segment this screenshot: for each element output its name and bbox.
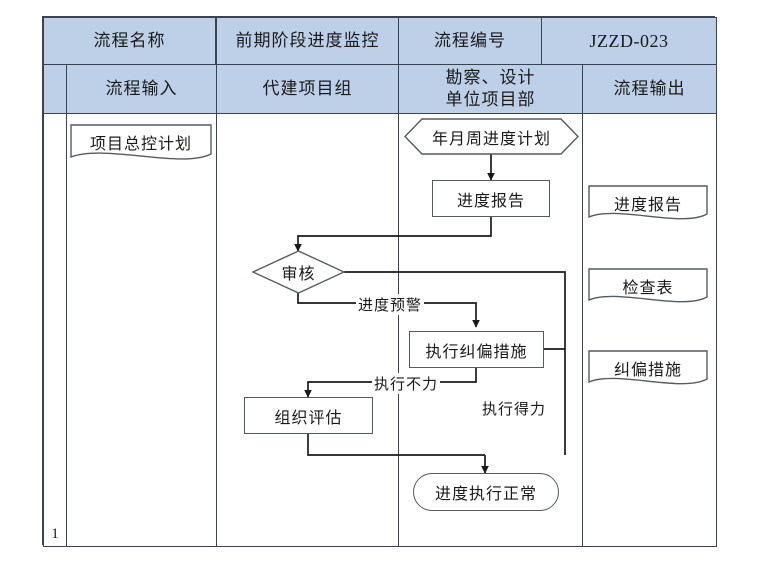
process-name-value: 前期阶段进度监控 — [235, 31, 380, 51]
column-header-input: 流程输入 — [105, 79, 178, 99]
header-cell-owner: 代建项目组 — [216, 64, 399, 114]
header-cell-process-code-label: 流程编号 — [398, 17, 542, 65]
header-cell-process-code-value: JZZD-023 — [541, 17, 717, 65]
edge-label-strong-execution: 执行得力 — [482, 402, 547, 418]
node-label: 进度报告 — [456, 192, 525, 210]
node-review[interactable]: 审核 — [252, 250, 345, 294]
node-label: 组织评估 — [274, 409, 343, 427]
header-cell-rowno-spacer — [43, 64, 67, 114]
header-cell-survey-design: 勘察、设计 单位项目部 — [398, 64, 583, 114]
row-number-cell: 1 — [43, 113, 67, 547]
node-progress-report[interactable]: 进度报告 — [432, 180, 550, 217]
lane-output — [582, 113, 717, 547]
node-label: 进度执行正常 — [434, 486, 537, 503]
header-cell-process-name-label: 流程名称 — [43, 17, 216, 65]
node-label: 审核 — [281, 266, 316, 283]
column-header-output: 流程输出 — [613, 79, 686, 99]
lane-owner — [216, 113, 399, 547]
node-label: 检查表 — [622, 279, 674, 297]
process-code-value: JZZD-023 — [589, 30, 669, 51]
node-output-progress-report[interactable]: 进度报告 — [588, 185, 708, 225]
document-shape — [70, 124, 212, 160]
node-master-plan[interactable]: 项目总控计划 — [70, 124, 212, 165]
node-label: 项目总控计划 — [89, 136, 192, 153]
header-cell-process-name-value: 前期阶段进度监控 — [216, 17, 399, 65]
node-org-assessment[interactable]: 组织评估 — [244, 397, 373, 434]
hexagon-shape — [404, 118, 579, 155]
row-number: 1 — [51, 526, 59, 543]
header-cell-output: 流程输出 — [582, 64, 717, 114]
lane-input — [66, 113, 217, 547]
node-label: 纠偏措施 — [613, 361, 682, 379]
node-ymw-plan[interactable]: 年月周进度计划 — [404, 118, 579, 155]
node-label: 年月周进度计划 — [431, 130, 551, 148]
header-cell-input: 流程输入 — [66, 64, 217, 114]
column-header-owner: 代建项目组 — [262, 79, 353, 99]
node-label: 执行纠偏措施 — [425, 343, 528, 361]
node-corrective-action[interactable]: 执行纠偏措施 — [409, 331, 544, 368]
node-label: 进度报告 — [613, 196, 682, 214]
diamond-shape — [252, 250, 345, 294]
edge-label-weak-execution: 执行不力 — [372, 373, 441, 394]
column-header-survey-design: 勘察、设计 单位项目部 — [445, 67, 536, 109]
document-shape — [588, 350, 708, 385]
document-shape — [588, 268, 708, 303]
document-shape — [588, 185, 708, 220]
node-output-corrective-action[interactable]: 纠偏措施 — [588, 350, 708, 390]
process-code-label: 流程编号 — [434, 31, 506, 51]
node-output-checklist[interactable]: 检查表 — [588, 268, 708, 308]
node-progress-normal[interactable]: 进度执行正常 — [413, 473, 559, 511]
process-name-label: 流程名称 — [93, 31, 166, 51]
edge-label-progress-warning: 进度预警 — [356, 294, 425, 315]
